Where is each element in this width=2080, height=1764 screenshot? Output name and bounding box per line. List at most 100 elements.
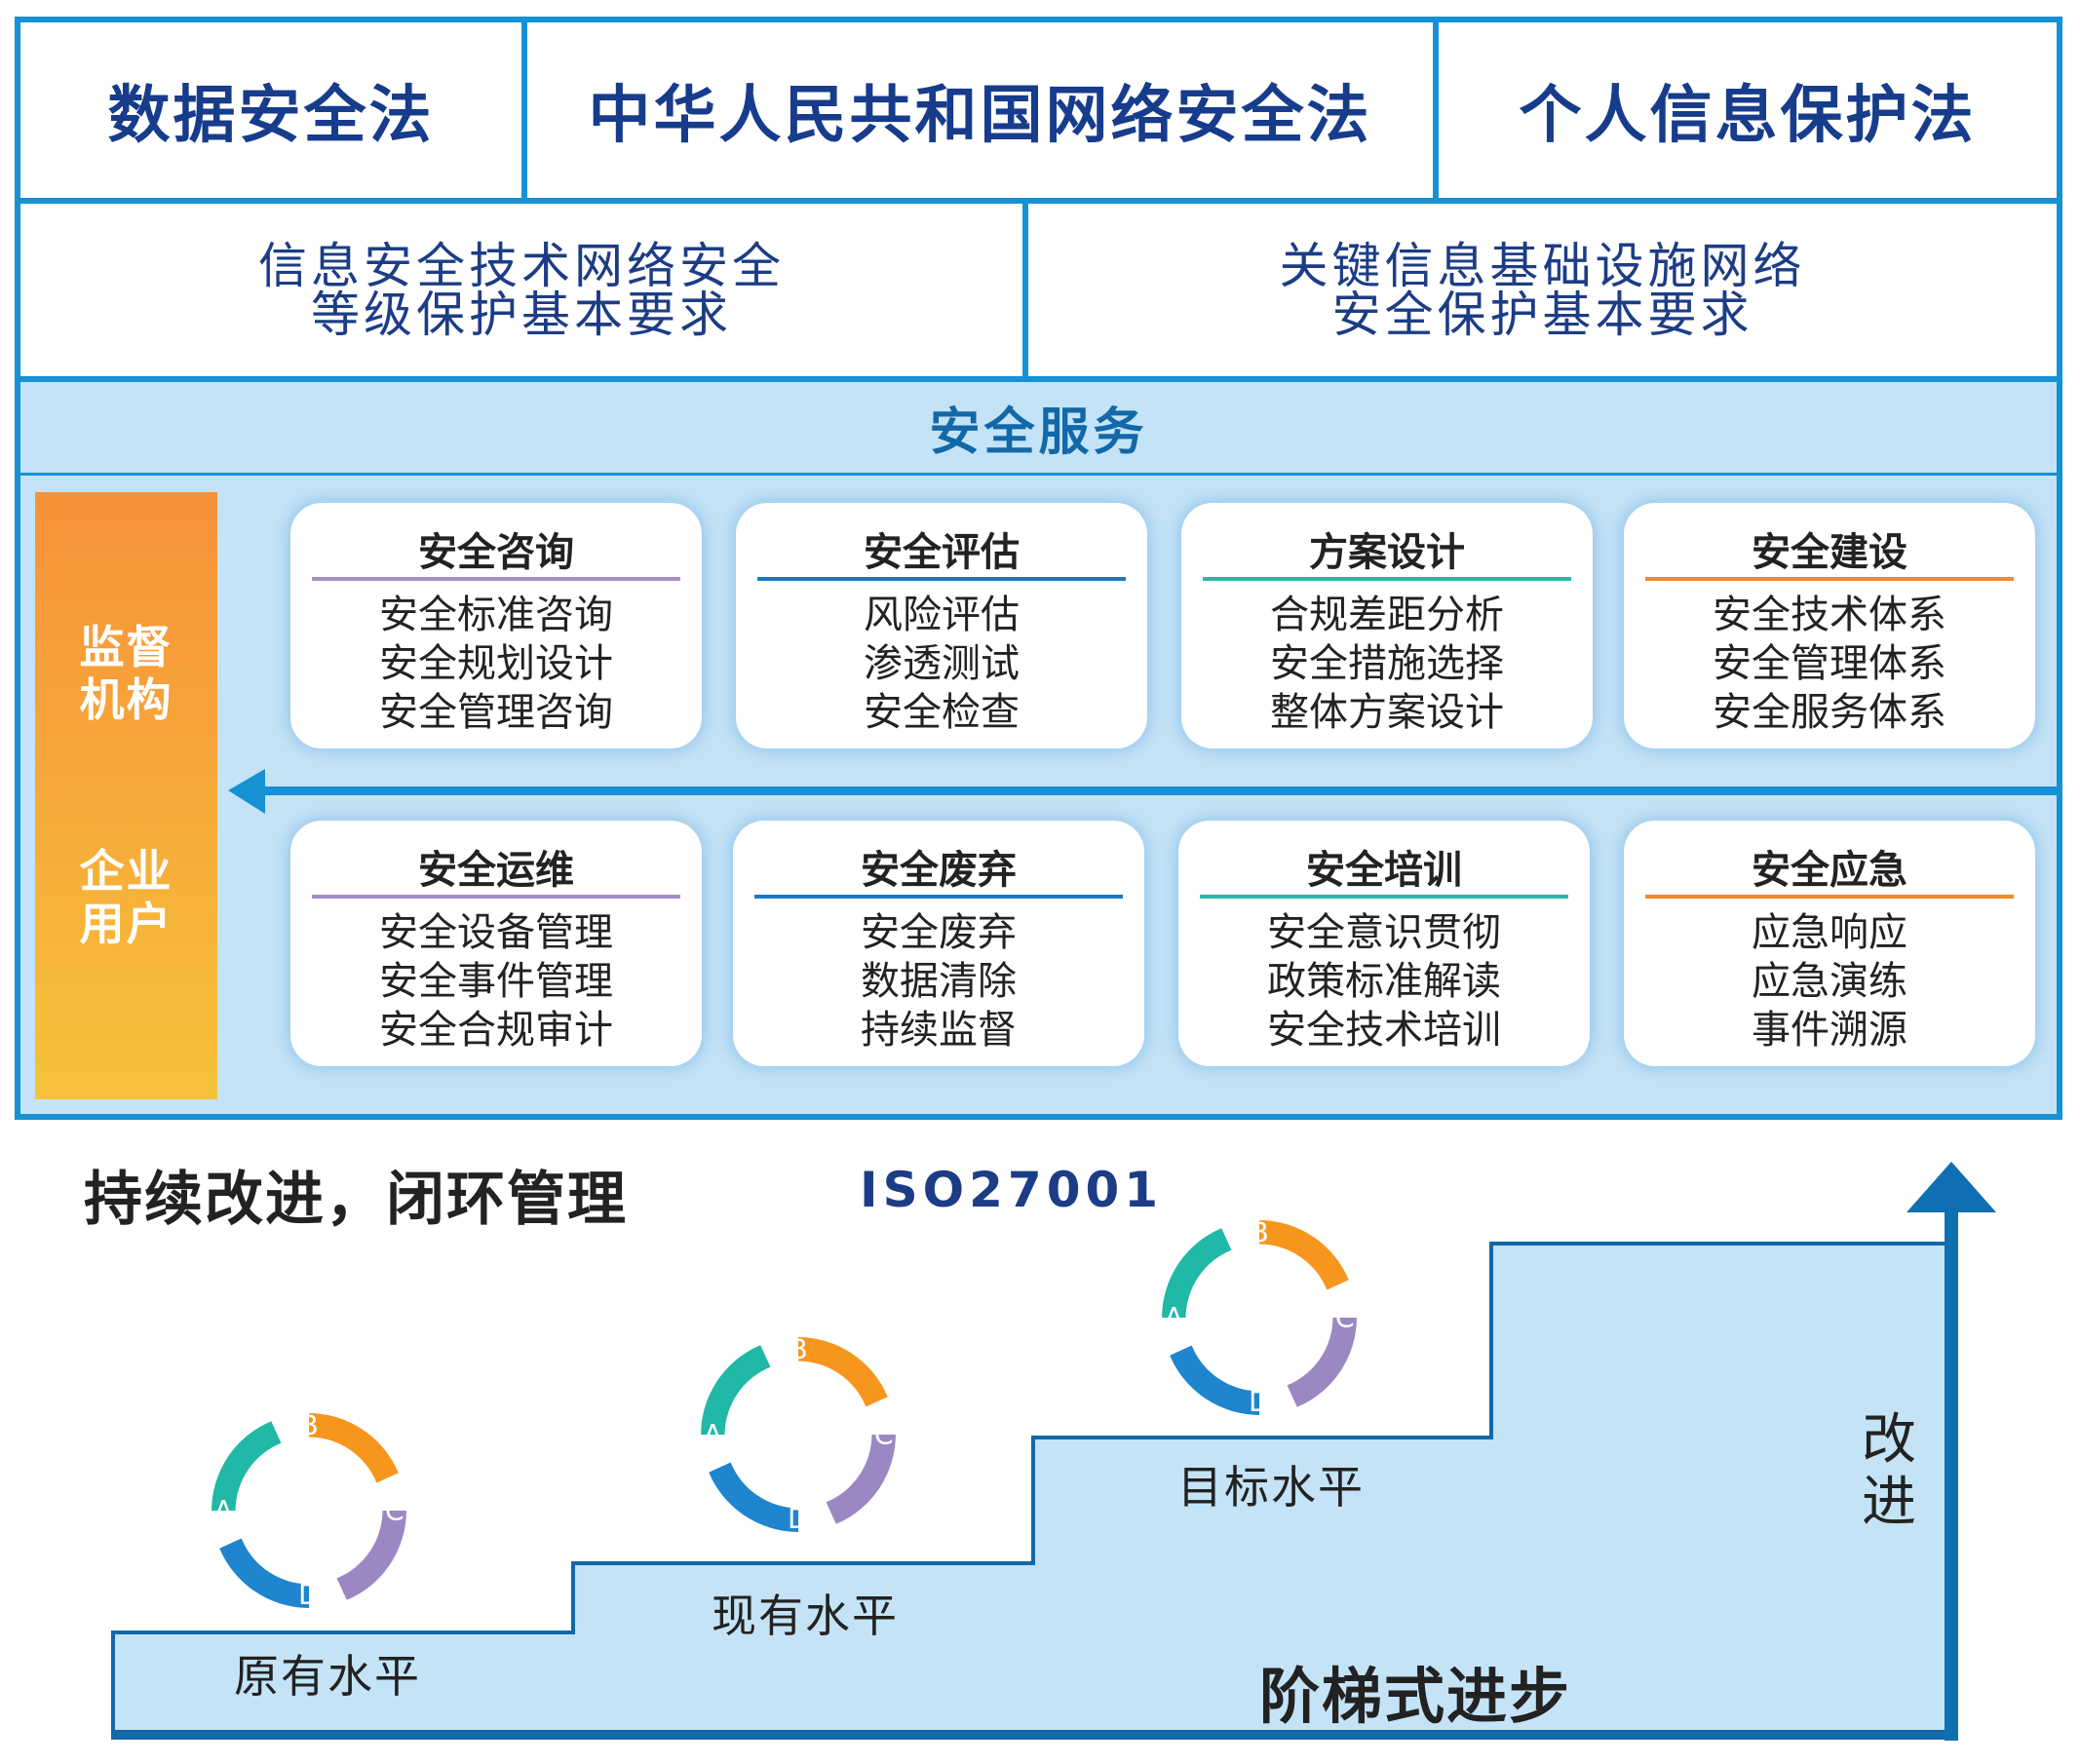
service-title: 安全服务 (929, 403, 1148, 462)
card-item-list: 安全标准咨询 安全规划设计 安全管理咨询 (290, 591, 702, 737)
card-title: 安全运维 (418, 848, 574, 893)
card-item: 持续监督 (861, 1008, 1017, 1053)
continuous-improvement-title: 持续改进，闭环管理 (84, 1166, 628, 1234)
pdca-segment-c (1287, 1318, 1357, 1407)
card-divider (754, 895, 1123, 899)
card-security-assessment: 安全评估 风险评估 渗透测试 安全检查 (736, 503, 1147, 748)
pdca-letter-d: D (298, 1578, 320, 1610)
card-item: 安全服务体系 (1713, 690, 1946, 735)
card-item-list: 风险评估 渗透测试 安全检查 (736, 591, 1147, 737)
card-item: 安全检查 (864, 690, 1020, 735)
pdca-letter-a: A (214, 1494, 234, 1527)
pdca-segment-b (1259, 1220, 1349, 1290)
card-security-consulting: 安全咨询 安全标准咨询 安全规划设计 安全管理咨询 (290, 503, 702, 748)
level-current: 现有水平 (712, 1590, 899, 1642)
pdca-letter-a: A (704, 1418, 723, 1451)
card-security-emergency: 安全应急 应急响应 应急演练 事件溯源 (1624, 821, 2035, 1066)
card-security-construction: 安全建设 安全技术体系 安全管理体系 安全服务体系 (1624, 503, 2035, 748)
card-item: 安全措施选择 (1270, 641, 1504, 686)
service-title-bar: 安全服务 (20, 382, 2057, 476)
card-divider (312, 895, 680, 899)
card-title: 安全废弃 (861, 848, 1017, 893)
card-item-list: 安全意识贯彻 政策标准解读 安全技术培训 (1178, 908, 1590, 1055)
card-item: 安全事件管理 (379, 959, 613, 1004)
law-personal-info: 个人信息保护法 (1519, 80, 1977, 152)
standard-critical-infrastructure: 关键信息基础设施网络 安全保护基本要求 (1279, 237, 1806, 343)
stakeholder-bar: 监督 机构 企业 用户 (35, 492, 217, 1099)
feedback-arrow-left (228, 769, 2057, 814)
pdca-letter-b: B (1250, 1218, 1269, 1248)
card-title: 安全培训 (1306, 848, 1462, 893)
iso-label: ISO27001 (860, 1162, 1164, 1218)
card-item: 安全管理体系 (1713, 641, 1946, 686)
card-item-list: 安全废弃 数据清除 持续监督 (733, 908, 1144, 1055)
pdca-segment-b (798, 1337, 888, 1407)
card-item: 安全管理咨询 (379, 690, 613, 735)
card-item: 安全废弃 (861, 910, 1017, 955)
label-regulator: 监督 机构 (79, 621, 173, 726)
pdca-letter-c: C (385, 1494, 404, 1527)
pdca-cycle-current: B C D A (701, 1335, 896, 1534)
pdca-segment-d (709, 1462, 798, 1532)
pdca-segment-d (219, 1538, 309, 1608)
card-item: 政策标准解读 (1267, 959, 1501, 1004)
standard-cell-critical-infrastructure: 关键信息基础设施网络 安全保护基本要求 (1028, 204, 2057, 382)
law-data-security: 数据安全法 (107, 80, 435, 152)
card-title: 安全应急 (1752, 848, 1907, 893)
card-item-list: 安全设备管理 安全事件管理 安全合规审计 (290, 908, 702, 1055)
card-item-list: 安全技术体系 安全管理体系 安全服务体系 (1624, 591, 2035, 737)
card-item: 安全技术体系 (1713, 593, 1946, 637)
pdca-segment-a (1162, 1228, 1232, 1318)
card-title: 安全咨询 (418, 530, 574, 575)
pdca-segment-c (336, 1511, 406, 1600)
pdca-letter-a: A (1165, 1301, 1184, 1334)
law-cell-data-security: 数据安全法 (20, 22, 527, 204)
card-divider (312, 577, 680, 581)
card-item: 整体方案设计 (1270, 690, 1504, 735)
law-cell-cybersecurity: 中华人民共和国网络安全法 (527, 22, 1439, 204)
pdca-cycle-original: B C D A (212, 1411, 406, 1610)
card-item: 应急演练 (1752, 959, 1907, 1004)
card-item: 应急响应 (1752, 910, 1907, 955)
stepwise-progress-label: 阶梯式进步 (1259, 1661, 1572, 1732)
standard-level-protection: 信息安全技术网络安全 等级保护基本要求 (258, 237, 785, 343)
pdca-segment-c (826, 1435, 896, 1524)
card-item: 渗透测试 (864, 641, 1020, 686)
pdca-letter-c: C (1335, 1301, 1355, 1334)
card-security-operations: 安全运维 安全设备管理 安全事件管理 安全合规审计 (290, 821, 702, 1066)
pdca-letter-b: B (789, 1335, 808, 1365)
card-item: 安全标准咨询 (379, 593, 613, 637)
card-divider (757, 577, 1126, 581)
improvement-label: 改 进 (1862, 1408, 1916, 1534)
pdca-letter-c: C (874, 1418, 894, 1451)
card-divider (1203, 577, 1571, 581)
law-cybersecurity: 中华人民共和国网络安全法 (588, 80, 1372, 152)
standard-cell-level-protection: 信息安全技术网络安全 等级保护基本要求 (20, 204, 1028, 382)
pdca-segment-a (212, 1421, 282, 1511)
card-solution-design: 方案设计 合规差距分析 安全措施选择 整体方案设计 (1181, 503, 1593, 748)
card-item: 安全意识贯彻 (1267, 910, 1501, 955)
level-original: 原有水平 (234, 1650, 421, 1703)
card-title: 方案设计 (1309, 530, 1465, 575)
card-security-training: 安全培训 安全意识贯彻 政策标准解读 安全技术培训 (1178, 821, 1590, 1066)
card-item: 风险评估 (864, 593, 1020, 637)
pdca-segment-d (1170, 1345, 1259, 1415)
card-title: 安全评估 (864, 530, 1020, 575)
label-enterprise-user: 企业 用户 (79, 845, 173, 950)
card-item: 安全规划设计 (379, 641, 613, 686)
card-security-disposal: 安全废弃 安全废弃 数据清除 持续监督 (733, 821, 1144, 1066)
card-item-list: 应急响应 应急演练 事件溯源 (1624, 908, 2035, 1055)
card-item: 安全技术培训 (1267, 1008, 1501, 1053)
card-divider (1645, 577, 2014, 581)
card-item: 事件溯源 (1752, 1008, 1907, 1053)
pdca-segment-a (701, 1345, 771, 1435)
improvement-arrow-head (1907, 1162, 1996, 1212)
card-title: 安全建设 (1752, 530, 1907, 575)
pdca-cycle-target: B C D A (1162, 1218, 1357, 1417)
card-item: 数据清除 (861, 959, 1017, 1004)
card-item-list: 合规差距分析 安全措施选择 整体方案设计 (1181, 591, 1593, 737)
card-item: 安全设备管理 (379, 910, 613, 955)
pdca-letter-d: D (1249, 1385, 1270, 1417)
card-divider (1645, 895, 2014, 899)
